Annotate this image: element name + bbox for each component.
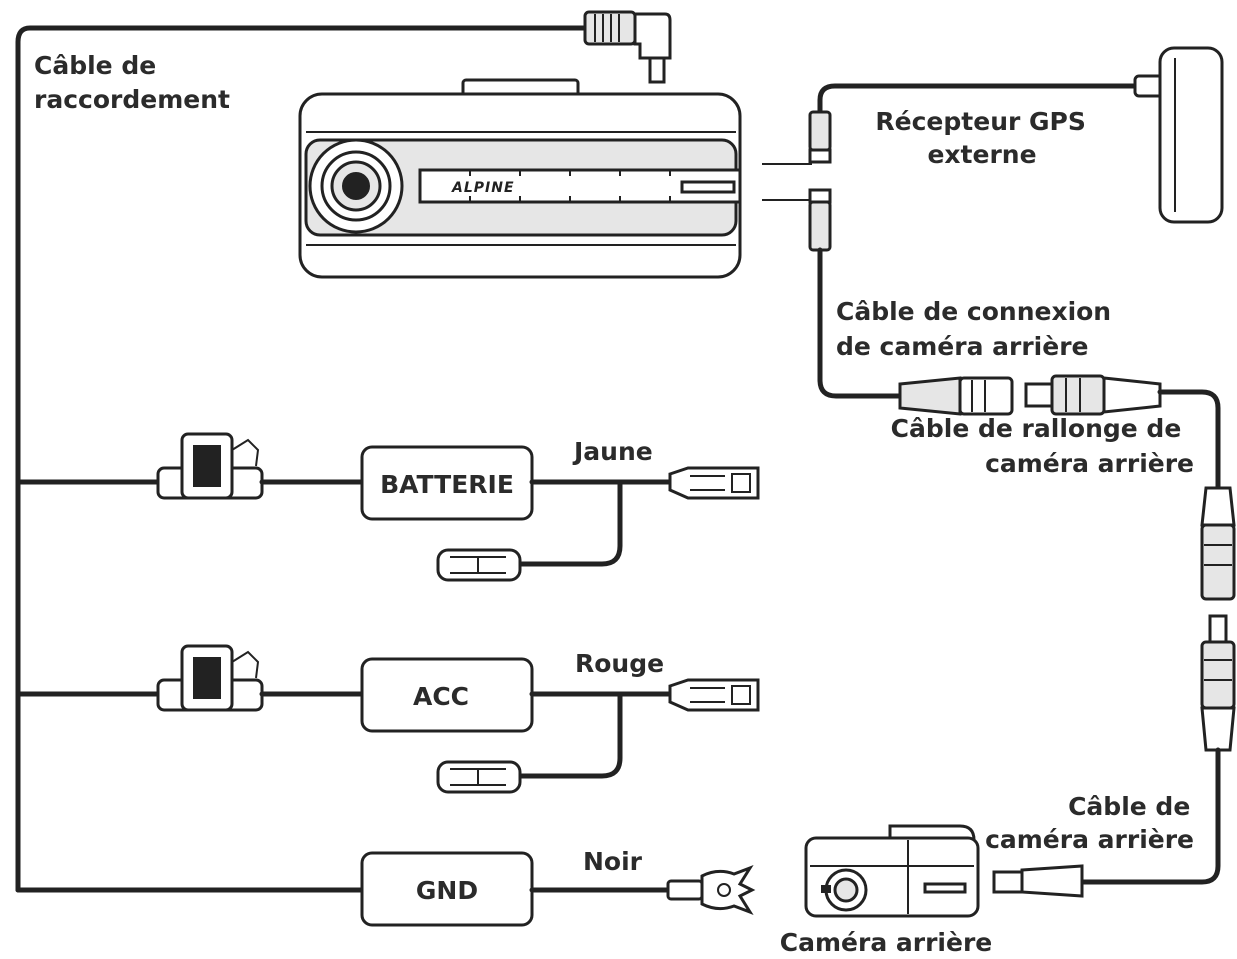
rear-cam-cable [992, 614, 1236, 898]
fuse-holder-icon [156, 432, 264, 500]
battery-branch: BATTERIE Jaune [156, 432, 760, 582]
rear-cam-cable-label: Câble de caméra arrière [985, 792, 1199, 854]
gps-cable [762, 74, 1167, 165]
dashcam-unit-icon: ALPINE [298, 78, 742, 279]
rear-camera-icon [804, 824, 980, 918]
rear-cam-connection-label-line1: Câble de connexion [836, 297, 1111, 326]
gnd-wire-color: Noir [583, 847, 643, 876]
rear-cam-connection-label: Câble de connexion de caméra arrière [836, 297, 1120, 361]
acc-wire-color: Rouge [575, 649, 664, 678]
gps-receiver-label-line1: Récepteur GPS [875, 107, 1085, 136]
fuse-holder-icon [156, 644, 264, 712]
gps-receiver-label: Récepteur GPS externe [875, 107, 1094, 169]
connection-cable [15, 10, 672, 893]
l-plug-icon [583, 10, 672, 84]
rear-cam-connection-cable [762, 188, 1014, 416]
rear-cam-cable-label-line1: Câble de [1068, 792, 1190, 821]
spade-connector-icon [668, 466, 760, 500]
rear-camera-label: Caméra arrière [780, 928, 992, 957]
rear-cam-cable-label-line2: caméra arrière [985, 825, 1194, 854]
acc-box-label: ACC [413, 682, 469, 711]
battery-box-label: BATTERIE [380, 470, 514, 499]
ring-terminal-icon [666, 865, 756, 915]
rear-cam-extension-label: Câble de rallonge de caméra arrière [891, 414, 1194, 478]
gnd-box-label: GND [416, 876, 478, 905]
gps-receiver-icon [1158, 46, 1224, 224]
connection-cable-label: Câble de raccordement [34, 51, 230, 114]
gnd-branch: GND Noir [360, 847, 756, 927]
connection-cable-label-line1: Câble de [34, 51, 156, 80]
battery-wire-color: Jaune [572, 437, 653, 466]
spade-connector-icon [668, 678, 760, 712]
rear-cam-extension-cable [1024, 374, 1236, 601]
brand-logo: ALPINE [451, 180, 515, 196]
fuse-tap-icon [436, 548, 522, 582]
rear-cam-connection-label-line2: de caméra arrière [836, 332, 1089, 361]
rear-cam-extension-label-line2: caméra arrière [985, 449, 1194, 478]
rear-cam-extension-label-line1: Câble de rallonge de [891, 414, 1182, 443]
fuse-tap-icon [436, 760, 522, 794]
acc-branch: ACC Rouge [156, 644, 760, 794]
gps-receiver-label-line2: externe [927, 140, 1036, 169]
connection-cable-label-line2: raccordement [34, 85, 230, 114]
